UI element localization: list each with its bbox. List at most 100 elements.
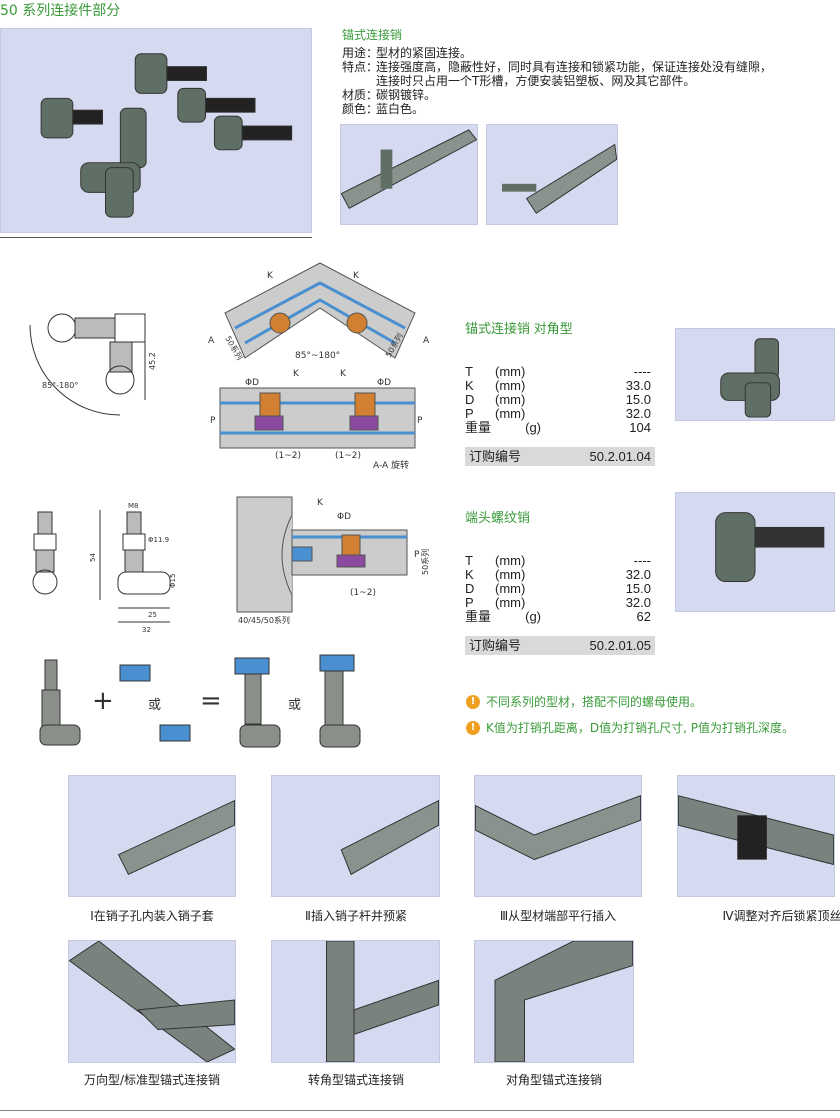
gap-label: (1~2) bbox=[350, 588, 376, 598]
corner-pin-drawing: 85°-180° 45.2 bbox=[20, 300, 180, 420]
spec-value: 15.0 bbox=[625, 581, 651, 596]
note: ! 不同系列的型材，搭配不同的螺母使用。 bbox=[466, 693, 702, 710]
spec-key: D bbox=[465, 581, 475, 596]
step-caption: Ⅲ从型材端部平行插入 bbox=[499, 909, 617, 923]
spec-value: 32.0 bbox=[625, 595, 651, 610]
spec-key: 重量 bbox=[465, 609, 492, 624]
type-caption: 对角型锚式连接销 bbox=[505, 1073, 602, 1087]
series-label: 40/45/50系列 bbox=[238, 615, 290, 625]
desc-label bbox=[342, 74, 376, 88]
footer-divider bbox=[0, 1110, 840, 1111]
equals-sign: = bbox=[200, 686, 222, 716]
intro-title: 锚式连接销 bbox=[342, 28, 403, 42]
step-photo-2 bbox=[271, 775, 440, 897]
step-photo-1 bbox=[68, 775, 236, 897]
gap-label: (1~2) bbox=[335, 451, 361, 461]
spec-unit: (mm) bbox=[495, 378, 526, 393]
spec-key: K bbox=[465, 378, 474, 393]
section-a-label: A bbox=[208, 336, 215, 346]
desc-text: 连接时只占用一个T形槽，方便安装铝塑板、网及其它部件。 bbox=[376, 74, 696, 88]
spec-unit: (g) bbox=[525, 609, 541, 624]
spec-unit: (mm) bbox=[495, 392, 526, 407]
page-title: 50 系列连接件部分 bbox=[0, 3, 121, 19]
product-title: 锚式连接销 对角型 bbox=[465, 321, 573, 336]
spec-value: 33.0 bbox=[625, 378, 651, 393]
spec-unit: (mm) bbox=[495, 553, 526, 568]
spec-key: T bbox=[465, 364, 473, 379]
spec-unit: (mm) bbox=[495, 406, 526, 421]
desc-label: 用途： bbox=[342, 46, 379, 60]
end-pin-section-drawing: K ΦD P 50系列 (1~2) 40/45/50系列 bbox=[232, 495, 432, 625]
spec-key: T bbox=[465, 553, 473, 568]
desc-text: 碳钢镀锌。 bbox=[376, 88, 437, 102]
divider bbox=[0, 237, 312, 238]
gap-label: (1~2) bbox=[275, 451, 301, 461]
step-caption: Ⅳ调整对齐后锁紧顶丝 bbox=[722, 909, 840, 923]
note-text: 不同系列的型材，搭配不同的螺母使用。 bbox=[486, 695, 703, 709]
phid-label: ΦD bbox=[245, 378, 259, 388]
spec-table-end-thread: 端头螺纹销 T(mm)---- K(mm)32.0 D(mm)15.0 P(mm… bbox=[465, 507, 655, 655]
application-photo-1 bbox=[340, 124, 478, 225]
spec-unit: (mm) bbox=[495, 595, 526, 610]
desc-text: 型材的紧固连接。 bbox=[376, 46, 473, 60]
order-number: 50.2.01.05 bbox=[589, 638, 651, 653]
desc-text: 蓝白色。 bbox=[376, 102, 425, 116]
spec-key: D bbox=[465, 392, 475, 407]
height-label: 54 bbox=[89, 553, 97, 562]
section-label: A-A 旋转 bbox=[373, 459, 409, 471]
spec-key: P bbox=[465, 406, 474, 421]
diameter-label: Φ11.9 bbox=[148, 536, 169, 544]
desc-label: 特点： bbox=[342, 60, 379, 74]
step-photo-4 bbox=[677, 775, 835, 897]
type-photo-corner bbox=[271, 940, 440, 1063]
or-label: 或 bbox=[148, 698, 162, 713]
diameter-label: Φ15 bbox=[169, 574, 177, 588]
k-label: K bbox=[267, 271, 274, 281]
spec-value: 15.0 bbox=[625, 392, 651, 407]
or-label: 或 bbox=[288, 698, 302, 713]
section-a-label: A bbox=[423, 336, 430, 346]
angle-range-label: 85°~180° bbox=[295, 351, 340, 361]
spec-unit: (g) bbox=[525, 420, 541, 435]
angle-label: 85°-180° bbox=[42, 381, 78, 390]
step-photo-3 bbox=[474, 775, 642, 897]
type-photo-universal bbox=[68, 940, 236, 1063]
height-label: 45.2 bbox=[148, 352, 157, 370]
order-number: 50.2.01.04 bbox=[589, 449, 651, 464]
p-label: P bbox=[414, 550, 420, 560]
plus-sign: + bbox=[92, 686, 114, 716]
k-label: K bbox=[340, 369, 347, 379]
desc-label: 材质： bbox=[342, 88, 379, 102]
k-label: K bbox=[317, 498, 324, 508]
p-label: P bbox=[210, 416, 216, 426]
order-label: 订购编号 bbox=[469, 449, 522, 464]
desc-text: 连接强度高，隐蔽性好，同时具有连接和锁紧功能，保证连接处没有缝隙， bbox=[376, 60, 773, 74]
end-pin-drawing: M8 Φ11.9 Φ15 54 25 32 bbox=[20, 500, 180, 635]
k-label: K bbox=[353, 271, 360, 281]
spec-value: 32.0 bbox=[625, 406, 651, 421]
type-caption: 万向型/标准型锚式连接销 bbox=[83, 1073, 221, 1087]
k-label: K bbox=[293, 369, 300, 379]
type-caption: 转角型锚式连接销 bbox=[307, 1073, 404, 1087]
spec-key: P bbox=[465, 595, 474, 610]
spec-unit: (mm) bbox=[495, 567, 526, 582]
diagonal-pin-photo bbox=[675, 328, 835, 421]
note: !K值为打销孔距离，D值为打销孔尺寸, P值为打销孔深度。 bbox=[466, 719, 794, 736]
spec-value: 32.0 bbox=[625, 567, 651, 582]
product-title: 端头螺纹销 bbox=[465, 510, 531, 525]
spec-table-diagonal: 锚式连接销 对角型 T(mm)---- K(mm)33.0 D(mm)15.0 … bbox=[465, 318, 655, 466]
length-label: 25 bbox=[148, 611, 157, 619]
warning-icon: ! bbox=[466, 694, 480, 709]
spec-value: ---- bbox=[633, 553, 651, 568]
order-number-row: 订购编号 50.2.01.04 bbox=[465, 447, 655, 466]
end-thread-pin-photo bbox=[675, 492, 835, 612]
spec-key: 重量 bbox=[465, 420, 492, 435]
application-photo-2 bbox=[486, 124, 618, 225]
phid-label: ΦD bbox=[337, 512, 351, 522]
order-label: 订购编号 bbox=[469, 638, 522, 653]
p-label: P bbox=[417, 416, 423, 426]
type-photo-diagonal bbox=[474, 940, 634, 1063]
spec-value: 104 bbox=[629, 420, 651, 435]
spec-value: ---- bbox=[633, 364, 651, 379]
intro-description: 用途：型材的紧固连接。 特点：连接强度高，隐蔽性好，同时具有连接和锁紧功能，保证… bbox=[342, 46, 832, 116]
